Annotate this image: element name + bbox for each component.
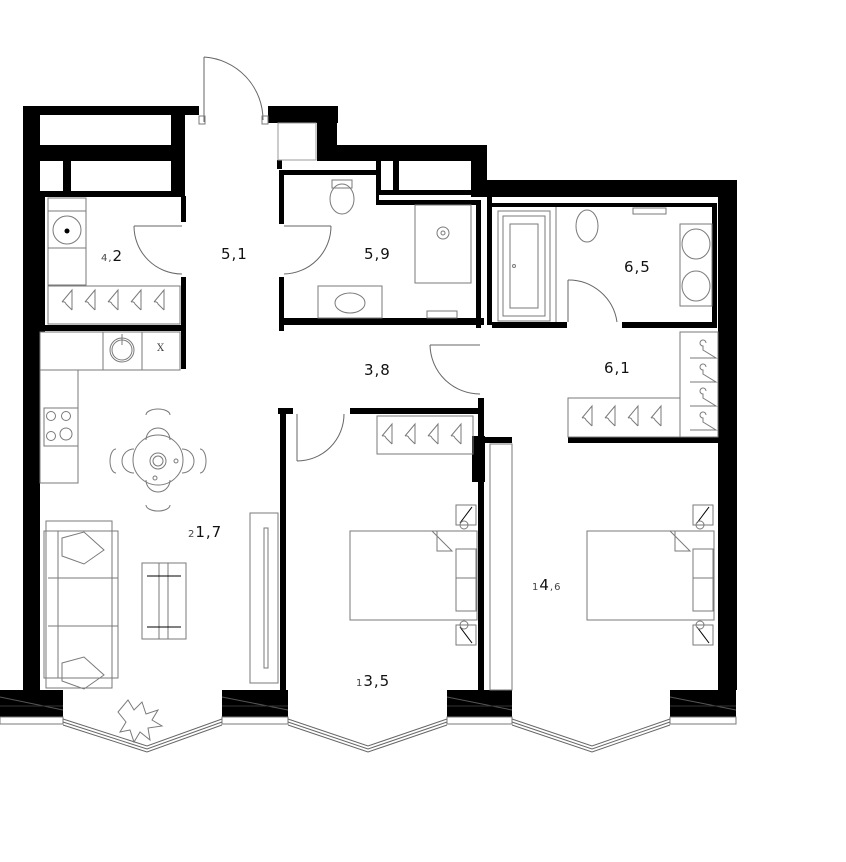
room-label-bathroom-2: 6,5 xyxy=(624,257,651,276)
room-area-main: 5,1 xyxy=(221,245,248,263)
room-area-main: 5,9 xyxy=(364,245,391,263)
room-label-corridor: 3,8 xyxy=(364,360,391,379)
room-area-prefix: 1 xyxy=(532,582,540,593)
tv-unit xyxy=(249,512,279,684)
wall-hatching xyxy=(0,696,737,711)
room-label-bedroom-2: 14,6 xyxy=(532,575,561,594)
room-area-main: 2 xyxy=(112,247,124,265)
room-area-suffix: ,6 xyxy=(549,582,562,593)
coffee-table xyxy=(141,562,187,640)
room-area-main: 3,8 xyxy=(364,361,391,379)
sofa xyxy=(43,520,119,690)
room-area-main: 1,7 xyxy=(195,523,223,541)
hanger-icons-laundry xyxy=(61,288,165,311)
room-area-main: 6,1 xyxy=(604,359,631,377)
room-area-main: 3,5 xyxy=(363,672,391,690)
windows xyxy=(0,716,737,753)
doors xyxy=(133,56,618,462)
room-area-prefix: 4, xyxy=(101,253,113,264)
room-label-bedroom-1: 13,5 xyxy=(356,671,390,690)
room-area-prefix: 2 xyxy=(188,529,196,540)
room-label-living-kitchen: 21,7 xyxy=(188,522,222,541)
room-label-entry-hall: 5,1 xyxy=(221,244,248,263)
room-label-bathroom-1: 5,9 xyxy=(364,244,391,263)
dining-table-set xyxy=(109,408,207,512)
room-label-laundry: 4,2 xyxy=(101,246,123,265)
bathroom-2-fixtures xyxy=(497,207,713,322)
room-label-walk-in-closet: 6,1 xyxy=(604,358,631,377)
bathroom-1-fixtures xyxy=(317,179,472,319)
closet-fixtures xyxy=(567,331,719,438)
kitchen-sink-mark: X xyxy=(157,343,166,354)
laundry-fixtures xyxy=(47,122,317,325)
room-area-prefix: 1 xyxy=(356,678,364,689)
walls xyxy=(0,106,737,717)
room-area-main: 6,5 xyxy=(624,258,651,276)
kitchen-fixtures xyxy=(39,331,181,484)
plant xyxy=(117,699,164,744)
bedroom-2-furniture xyxy=(489,443,715,691)
bedroom-1-furniture xyxy=(349,415,478,646)
room-area-main: 4 xyxy=(539,576,550,594)
